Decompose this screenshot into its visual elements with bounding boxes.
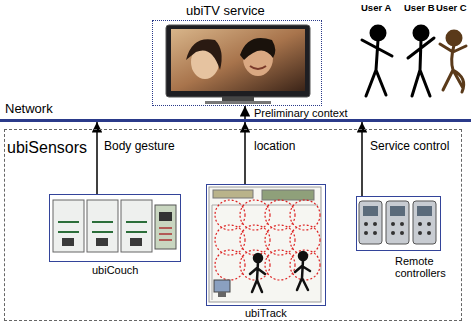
node-label: ubiCouch [92,264,138,276]
user-figures [362,26,466,96]
node-label: ubiTrack [245,307,287,319]
tv-picture [166,25,310,104]
network-bus: Network [0,119,471,122]
node-label: ubiTV service [186,4,265,18]
sensor-group: ubiSensorsubiCouchubiTrackRemote control… [4,129,462,321]
node-label: Network [5,102,53,116]
tracking-floor [209,187,321,302]
node-label: ubiSensors [7,139,87,157]
user-label: User A [361,3,391,13]
user-label: User B [404,3,435,13]
flow-arrow [244,122,246,184]
node-label: Remote controllers [395,255,459,279]
service-box: ubiTV service [152,20,322,106]
user-label: User C [436,3,467,13]
edge-label: Body gesture [102,140,177,153]
sensor-box: ubiCouch [49,194,181,262]
flow-arrow [361,122,363,196]
flow-arrow [244,106,246,119]
sensor-box: Remote controllers [356,196,441,251]
edge-label: Preliminary context [252,107,350,119]
flow-arrow [96,122,98,194]
edge-label: location [252,140,297,153]
sensor-box: ubiTrack [206,184,326,306]
remote-devices [359,201,436,244]
couch-sensors [53,200,176,252]
edge-label: Service control [368,140,451,153]
